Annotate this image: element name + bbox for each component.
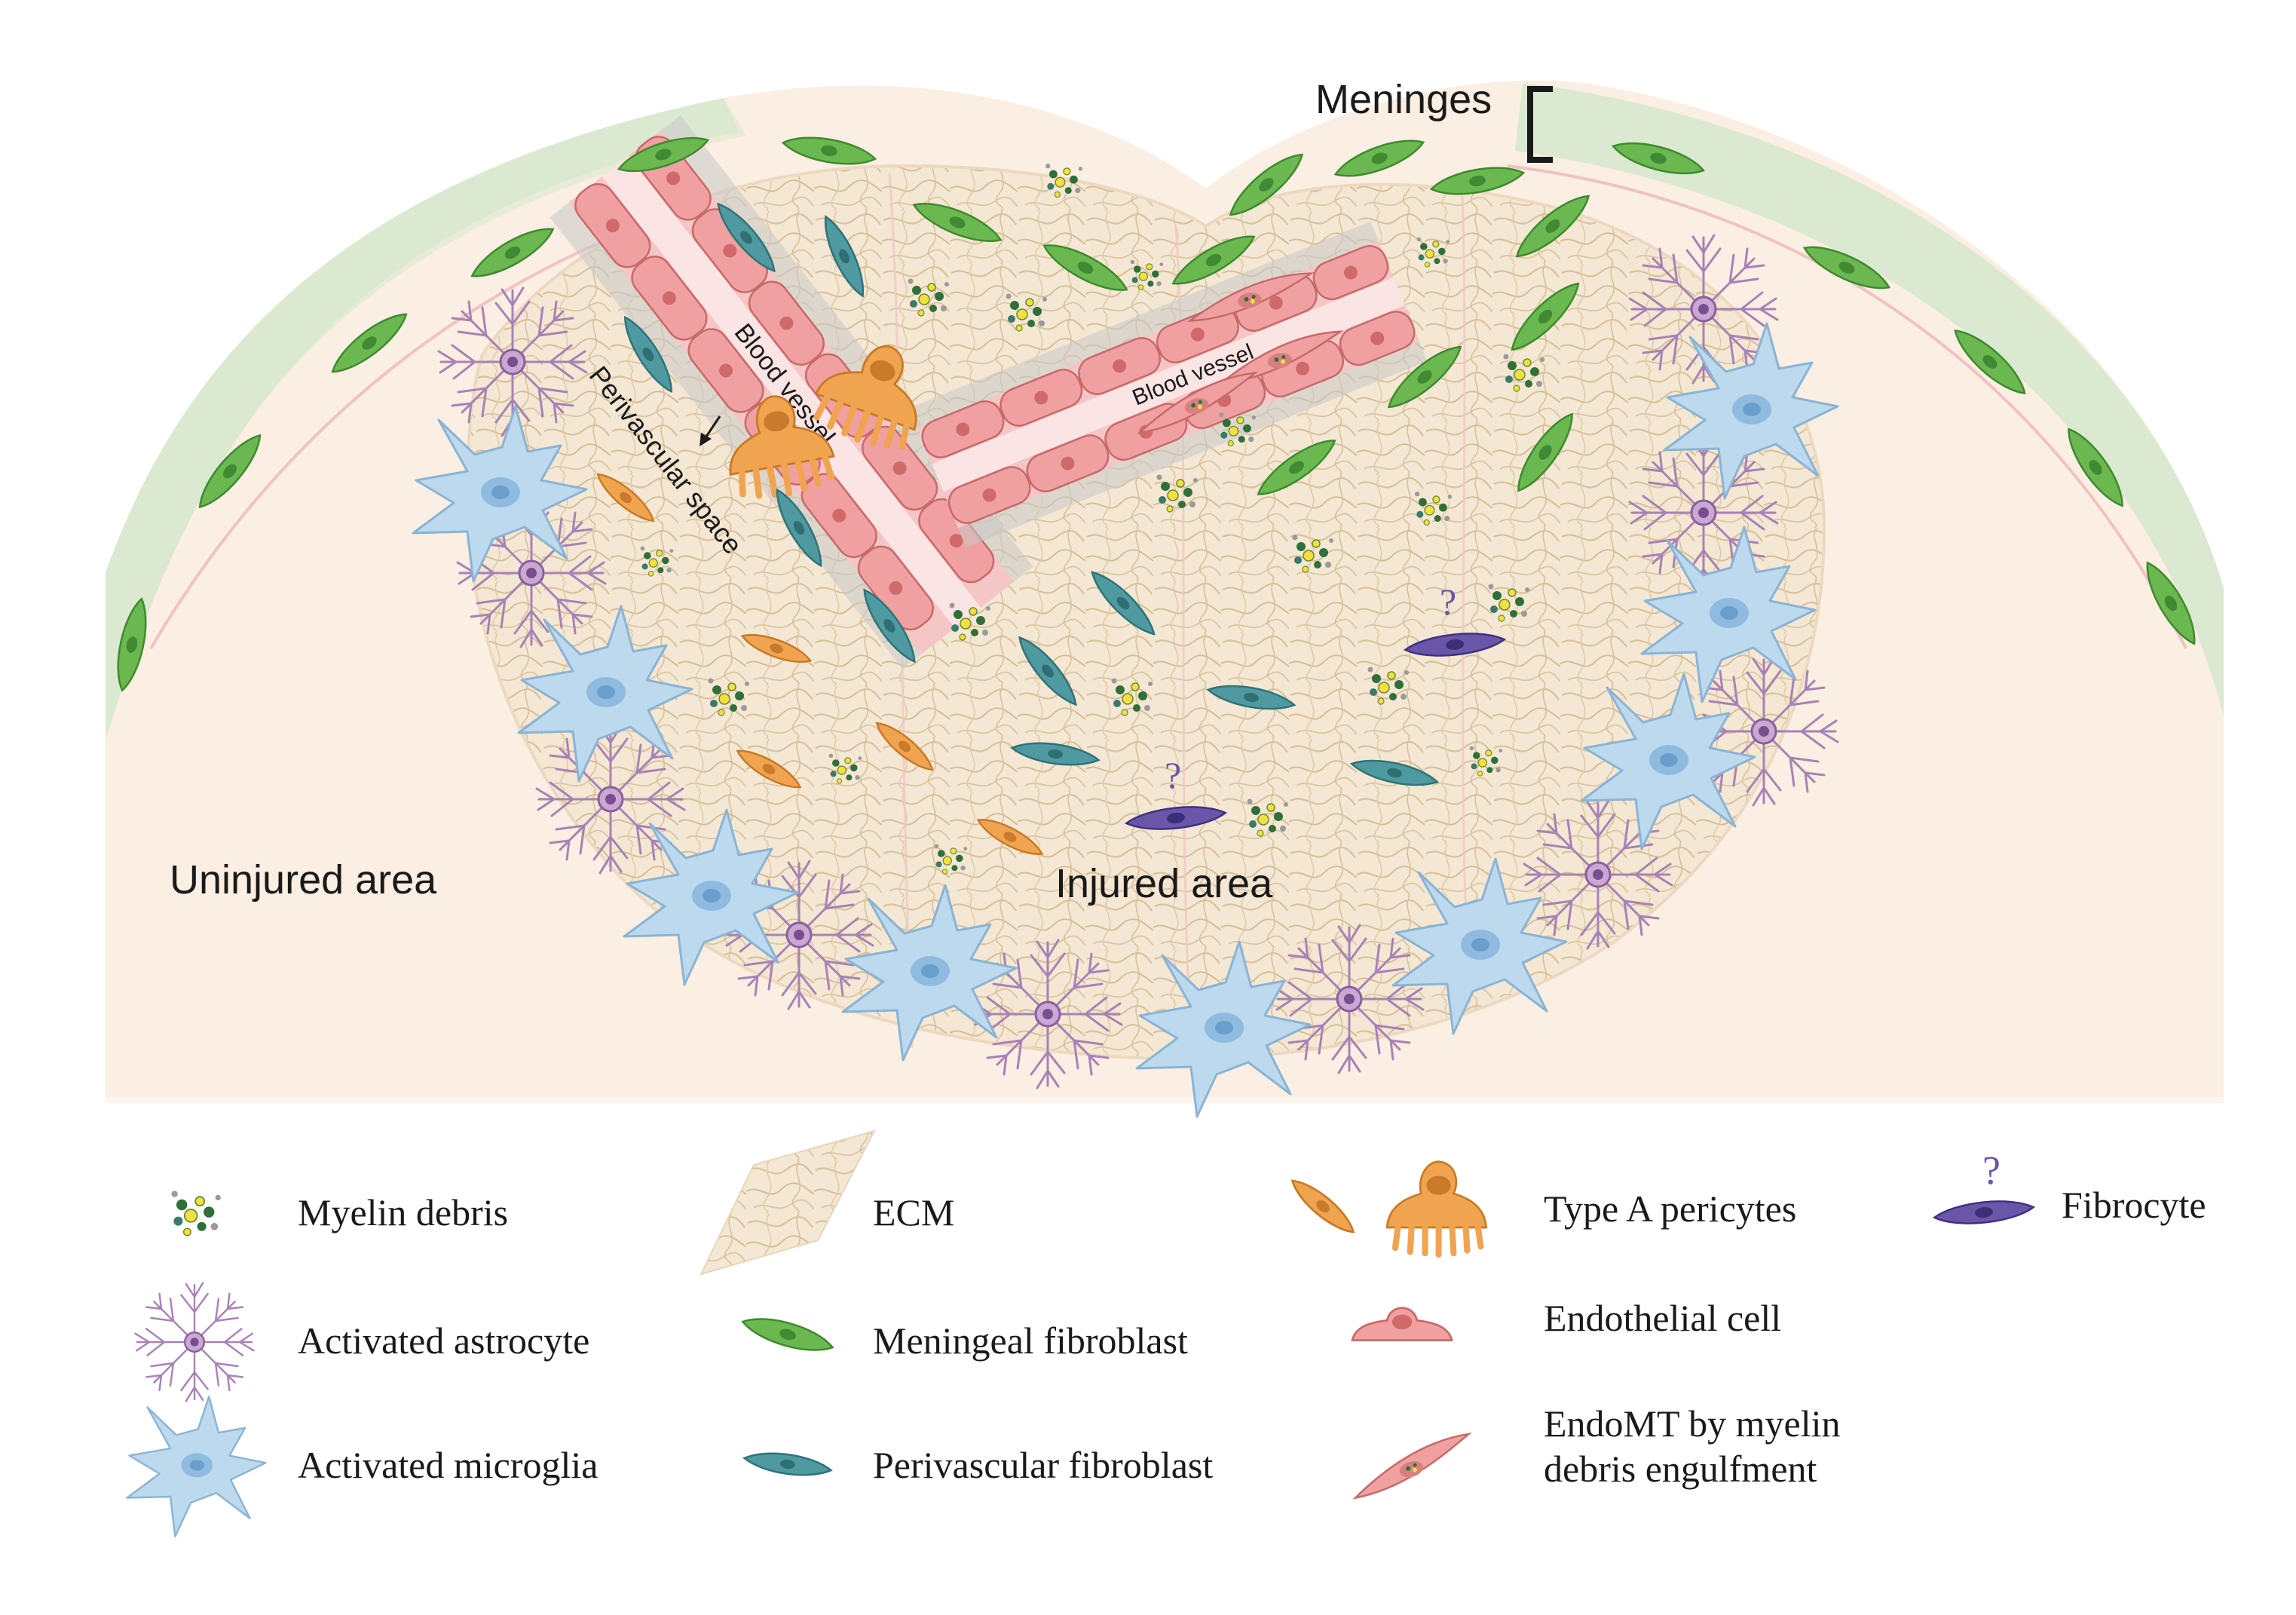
fibrocyte-question-1: ? (1440, 581, 1456, 623)
fibrocytes: ? ? (1124, 581, 1507, 835)
legend-item-endothelial-cell: Endothelial cell (1351, 1297, 1781, 1341)
legend-item-fibrocyte: ? Fibrocyte (1932, 1148, 2206, 1229)
svg-text:Meningeal fibroblast: Meningeal fibroblast (873, 1319, 1188, 1362)
fibrocyte-question-2: ? (1165, 754, 1181, 796)
svg-text:Fibrocyte: Fibrocyte (2062, 1184, 2206, 1226)
perivascular-arrow (700, 415, 721, 446)
svg-text:Type A pericytes: Type A pericytes (1544, 1188, 1796, 1230)
legend-item-activated-astrocyte: Activated astrocyte (134, 1282, 589, 1402)
svg-text:Perivascular fibroblast: Perivascular fibroblast (873, 1444, 1213, 1486)
svg-text:Activated microglia: Activated microglia (298, 1444, 598, 1486)
legend-item-endomt: EndoMT by myelin debris engulfment (1345, 1402, 1841, 1500)
legend: Myelin debris Activated astrocyte Activa… (126, 1129, 2206, 1538)
legend-item-activated-microglia: Activated microglia (126, 1395, 598, 1538)
svg-text:Activated astrocyte: Activated astrocyte (298, 1319, 589, 1362)
svg-text:EndoMT by myelin: EndoMT by myelin (1544, 1402, 1841, 1445)
svg-text:Endothelial cell: Endothelial cell (1544, 1297, 1781, 1339)
legend-item-type-a-pericytes: Type A pericytes (1285, 1162, 1796, 1255)
legend-item-perivascular-fibroblast: Perivascular fibroblast (742, 1444, 1213, 1486)
blood-vessel-diagonal: Blood vessel (550, 115, 1033, 670)
svg-text:?: ? (1982, 1148, 2001, 1193)
svg-text:ECM: ECM (873, 1191, 954, 1233)
uninjured-area-label: Uninjured area (170, 857, 437, 902)
blood-vessel-horizontal: Blood vessel (909, 221, 1428, 548)
svg-text:debris engulfment: debris engulfment (1544, 1448, 1817, 1490)
injured-area-label: Injured area (1055, 861, 1273, 906)
legend-item-ecm: ECM (700, 1129, 954, 1276)
meninges-bracket (1527, 86, 1553, 163)
legend-item-myelin-debris: Myelin debris (170, 1190, 508, 1237)
svg-text:Myelin debris: Myelin debris (298, 1191, 508, 1233)
legend-item-meningeal-fibroblast: Meningeal fibroblast (739, 1310, 1188, 1362)
meninges-label: Meninges (1315, 77, 1492, 122)
